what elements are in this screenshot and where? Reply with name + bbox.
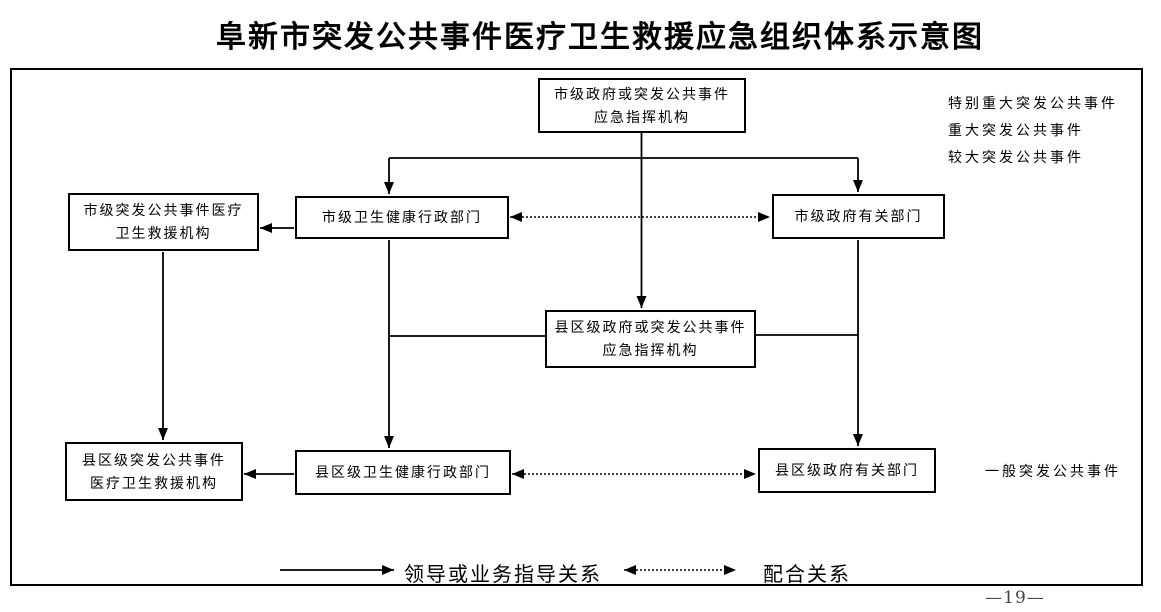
node-county-command: 县区级政府或突发公共事件 应急指挥机构 [545, 310, 756, 368]
node-label: 县区级政府或突发公共事件 [554, 319, 747, 335]
node-label: 应急指挥机构 [594, 108, 690, 125]
node-city-medical: 市级突发公共事件医疗 卫生救援机构 [68, 193, 259, 251]
node-label: 市级突发公共事件医疗 [83, 202, 244, 218]
page-number: —19— [985, 588, 1045, 608]
page-title: 阜新市突发公共事件医疗卫生救援应急组织体系示意图 [216, 21, 984, 54]
node-county-medical: 县区级突发公共事件 医疗卫生救援机构 [65, 442, 243, 501]
node-county-gov-depts: 县区级政府有关部门 [758, 448, 936, 493]
node-city-gov-depts: 市级政府有关部门 [772, 194, 945, 239]
node-label: 应急指挥机构 [602, 342, 699, 358]
node-label: 县区级突发公共事件 [82, 451, 226, 468]
node-city-health: 市级卫生健康行政部门 [295, 196, 509, 239]
node-label: 卫生救援机构 [115, 225, 212, 241]
node-label: 县区级卫生健康行政部门 [315, 464, 491, 480]
node-label: 市级政府或突发公共事件 [554, 85, 730, 102]
severity-label-large: 较大突发公共事件 [948, 149, 1084, 165]
legend-solid-label: 领导或业务指导关系 [404, 564, 602, 586]
node-label: 市级政府有关部门 [794, 208, 923, 224]
severity-label-general: 一般突发公共事件 [985, 463, 1121, 479]
node-label: 市级卫生健康行政部门 [322, 209, 482, 225]
node-city-command: 市级政府或突发公共事件 应急指挥机构 [538, 78, 746, 133]
node-label: 医疗卫生救援机构 [90, 474, 218, 491]
severity-label-extreme: 特别重大突发公共事件 [948, 95, 1118, 111]
node-label: 县区级政府有关部门 [775, 462, 919, 478]
node-county-health: 县区级卫生健康行政部门 [295, 450, 511, 495]
diagram-frame [10, 68, 1143, 586]
severity-label-major: 重大突发公共事件 [948, 122, 1084, 138]
legend-dashed-label: 配合关系 [763, 564, 851, 586]
